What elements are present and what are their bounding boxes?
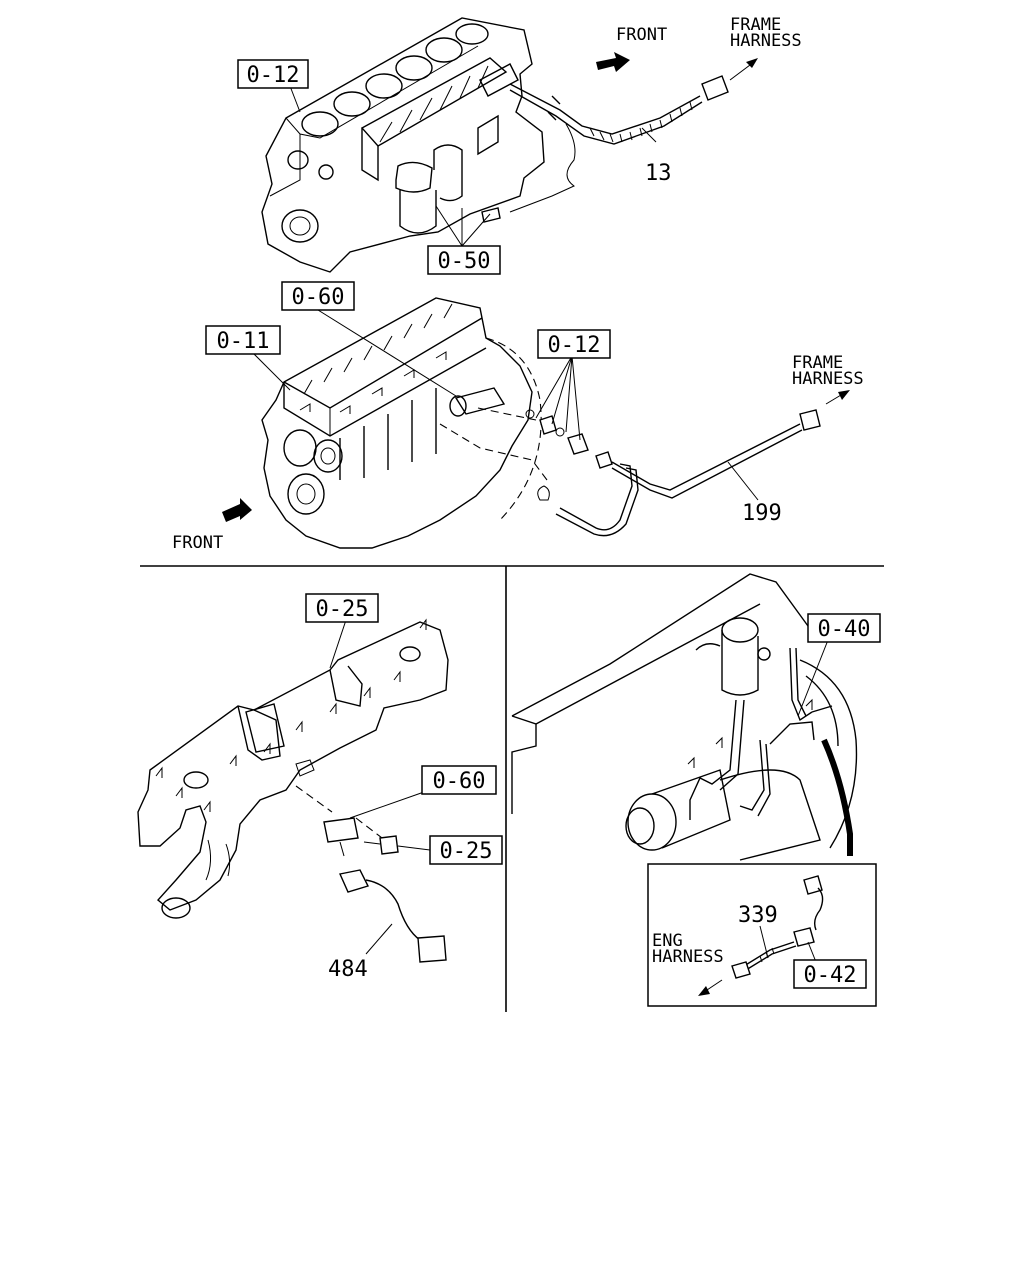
ref-label-mid-060: 0-60 [292,285,345,310]
part-number-199: 199 [742,501,782,526]
frame-label-mid-1: FRAME [792,353,843,373]
ref-box-top-012: 0-12 [237,59,309,89]
sensor-484 [323,817,447,963]
frame-label-mid-2: HARNESS [792,369,864,389]
mid-front-arrow [222,498,252,522]
ref-label-lr-042: 0-42 [804,963,857,988]
detail-callout-arrow [821,738,853,856]
ref-box-mid-012: 0-12 [537,329,611,359]
ref-box-ll-025-top: 0-25 [305,593,379,623]
ref-label-ll-025-bolt: 0-25 [440,839,493,864]
ref-box-lr-040: 0-40 [807,613,881,643]
ref-box-top-050: 0-50 [427,245,501,275]
part-number-339: 339 [738,903,778,928]
leader-lr-040 [797,639,829,717]
top-frame-arrow-head [746,58,758,68]
ref-label-top-050: 0-50 [438,249,491,274]
leader-ll-484 [365,923,393,955]
leader-mid-012 [535,355,581,441]
leader-top-050 [435,205,491,247]
ref-label-top-012: 0-12 [247,63,300,88]
sensor-339-detail [731,875,824,979]
frame-label-top-2: HARNESS [730,31,802,51]
leader-lr-339 [759,925,769,959]
top-front-arrow [596,52,630,72]
frame-label-top-1: FRAME [730,15,781,35]
harness-13 [481,75,729,223]
lower-right-engine [511,573,858,861]
lr-eng-arrow-head [698,986,710,996]
leader-lr-042 [807,941,817,963]
intake-manifold [137,618,449,919]
leader-mid-199 [727,461,759,501]
ref-box-mid-060: 0-60 [281,281,355,311]
leader-ll-025-bolt [397,845,431,851]
ref-label-mid-011: 0-11 [217,329,270,354]
top-engine-block [261,17,545,273]
ref-box-mid-011: 0-11 [205,325,281,355]
leader-top-012 [289,85,301,113]
eng-label-1: ENG [652,931,683,951]
ref-label-ll-025-top: 0-25 [316,597,369,622]
leader-mid-060 [317,309,457,397]
leader-ll-025-top [329,619,347,669]
ref-box-ll-060: 0-60 [421,765,497,795]
part-number-13: 13 [645,161,672,186]
harness-199 [525,409,821,537]
lower-left-dashed-guide [295,785,383,839]
mid-frame-arrow-head [838,390,850,400]
leader-mid-011 [251,351,291,391]
ref-label-ll-060: 0-60 [433,769,486,794]
ref-label-mid-012: 0-12 [548,333,601,358]
ref-box-lr-042: 0-42 [793,959,867,989]
ref-label-lr-040: 0-40 [818,617,871,642]
middle-dashed-guide-2 [477,407,537,421]
eng-label-2: HARNESS [652,947,724,967]
front-label-mid: FRONT [172,533,223,553]
ref-box-ll-025-bolt: 0-25 [429,835,503,865]
middle-engine [261,297,542,549]
part-number-484: 484 [328,957,368,982]
front-label-top: FRONT [616,25,667,45]
leader-ll-060 [349,791,425,819]
